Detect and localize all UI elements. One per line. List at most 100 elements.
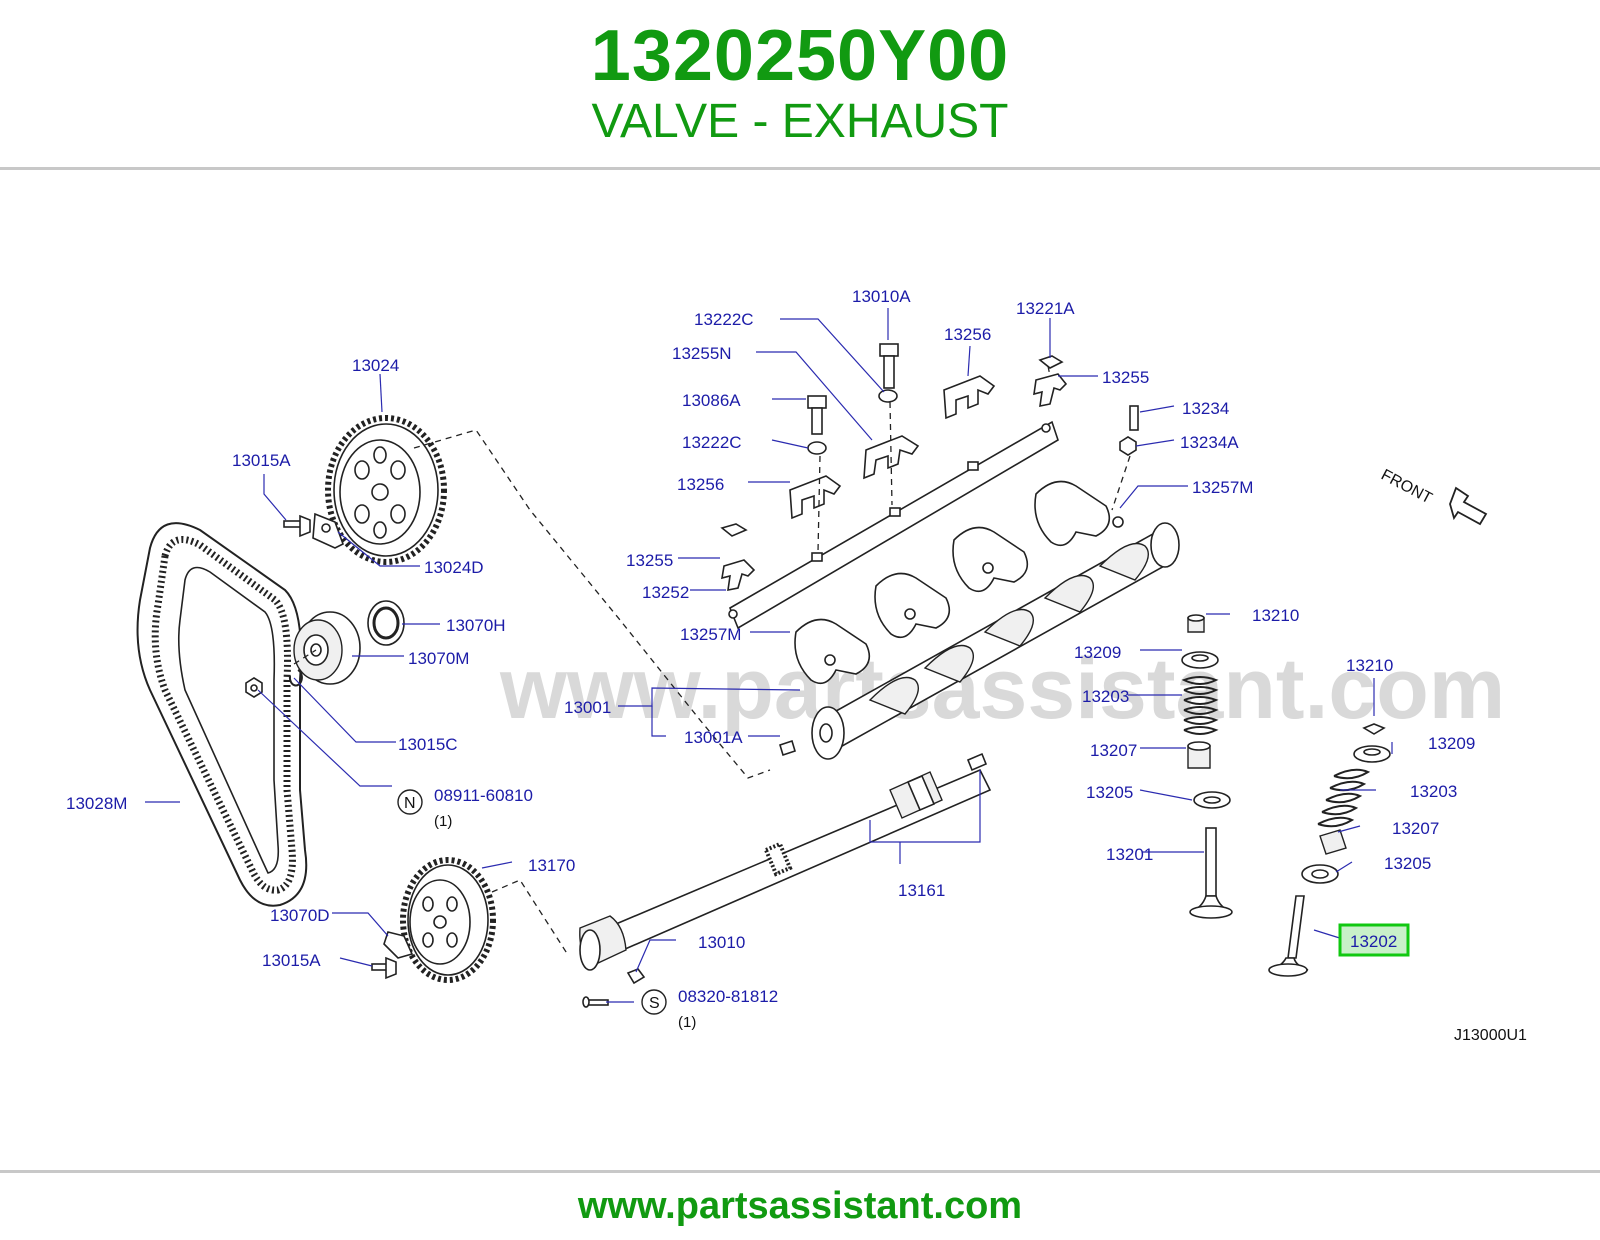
label-13255-right[interactable]: 13255 — [1102, 368, 1149, 387]
valve-spring-13203-b[interactable] — [1317, 768, 1371, 828]
label-13001[interactable]: 13001 — [564, 698, 611, 717]
valve-cotter-13210-a[interactable] — [1187, 614, 1205, 633]
bolt-13086A[interactable] — [807, 395, 827, 435]
label-13001A[interactable]: 13001A — [684, 728, 743, 747]
camshaft-sprocket-13024[interactable] — [325, 415, 447, 565]
screw-08320-81812[interactable] — [582, 996, 609, 1008]
spring-retainer-13209-a[interactable] — [1181, 651, 1219, 669]
clip-13221A[interactable] — [1038, 355, 1064, 369]
label-13205-a[interactable]: 13205 — [1086, 783, 1133, 802]
label-13222C-top[interactable]: 13222C — [694, 310, 754, 329]
part-labels: 13010A 13221A 13222C 13256 13255N 13255 … — [66, 287, 1527, 1044]
spring-13070H[interactable] — [367, 600, 405, 646]
bolt-13015A-bottom[interactable] — [371, 956, 397, 980]
symbol-N: N — [404, 795, 416, 812]
label-13161[interactable]: 13161 — [898, 881, 945, 900]
label-08320-81812[interactable]: 08320-81812 — [678, 987, 778, 1006]
label-13222C[interactable]: 13222C — [682, 433, 742, 452]
label-13015C[interactable]: 13015C — [398, 735, 458, 754]
valve-exhaust-13202[interactable] — [1268, 895, 1309, 977]
label-13257M-left[interactable]: 13257M — [680, 625, 741, 644]
label-13256[interactable]: 13256 — [677, 475, 724, 494]
nut-13234A[interactable] — [1119, 436, 1137, 456]
label-13207-b[interactable]: 13207 — [1392, 819, 1439, 838]
page-header: 1320250Y00 VALVE - EXHAUST — [0, 0, 1600, 168]
rocker-shaft-13252[interactable] — [728, 420, 1059, 630]
timing-belt-13028M[interactable] — [136, 522, 308, 907]
label-13205-b[interactable]: 13205 — [1384, 854, 1431, 873]
camshaft-13001[interactable] — [811, 522, 1180, 760]
dowel-13001A[interactable] — [779, 739, 796, 757]
bracket-13255-right[interactable] — [1033, 373, 1068, 408]
qty-08320-81812: (1) — [678, 1014, 696, 1031]
label-13170[interactable]: 13170 — [528, 856, 575, 875]
valve-seal-13207-a[interactable] — [1187, 741, 1211, 769]
label-13203-a[interactable]: 13203 — [1082, 687, 1129, 706]
label-13024[interactable]: 13024 — [352, 356, 399, 375]
bracket-13255-left[interactable] — [721, 559, 756, 592]
bolt-13010A[interactable] — [879, 343, 899, 389]
label-13209-a[interactable]: 13209 — [1074, 643, 1121, 662]
label-13256-top[interactable]: 13256 — [944, 325, 991, 344]
label-13010A[interactable]: 13010A — [852, 287, 911, 306]
label-13210-a[interactable]: 13210 — [1252, 606, 1299, 625]
label-13257M-right[interactable]: 13257M — [1192, 478, 1253, 497]
crank-sprocket-13170[interactable] — [400, 857, 496, 983]
label-13015A-top[interactable]: 13015A — [232, 451, 291, 470]
label-13028M[interactable]: 13028M — [66, 794, 127, 813]
label-13234[interactable]: 13234 — [1182, 399, 1229, 418]
label-13201[interactable]: 13201 — [1106, 845, 1153, 864]
label-13255N[interactable]: 13255N — [672, 344, 732, 363]
header-divider — [0, 167, 1600, 170]
label-13252[interactable]: 13252 — [642, 583, 689, 602]
plate-13024D[interactable] — [312, 512, 344, 549]
washer-13222C-top[interactable] — [878, 389, 898, 403]
highlight-box-13202 — [1338, 923, 1410, 957]
plate-13070D[interactable] — [383, 931, 414, 959]
jackshaft-13161[interactable] — [579, 752, 992, 971]
spring-retainer-13209-b[interactable] — [1353, 745, 1391, 763]
bracket-13256[interactable] — [789, 475, 842, 520]
clip-13015C[interactable] — [288, 669, 303, 687]
label-13202-highlighted[interactable]: 13202 — [1350, 932, 1397, 951]
label-13234A[interactable]: 13234A — [1180, 433, 1239, 452]
valve-cotter-13210-b[interactable] — [1362, 723, 1386, 735]
spring-seat-13205-a[interactable] — [1193, 791, 1231, 809]
rocker-arm-13257M-3[interactable] — [952, 526, 1029, 593]
label-13255-left[interactable]: 13255 — [626, 551, 673, 570]
parts-diagram: www.partsassistant.com — [0, 172, 1600, 1168]
label-13070D[interactable]: 13070D — [270, 906, 330, 925]
adjuster-screw-13234[interactable] — [1129, 405, 1139, 431]
bracket-13256-top[interactable] — [943, 375, 996, 420]
label-13086A[interactable]: 13086A — [682, 391, 741, 410]
label-13024D[interactable]: 13024D — [424, 558, 484, 577]
label-13070M[interactable]: 13070M — [408, 649, 469, 668]
label-13209-b[interactable]: 13209 — [1428, 734, 1475, 753]
spring-seat-13205-b[interactable] — [1301, 864, 1339, 884]
symbol-S: S — [649, 995, 660, 1012]
footer-website-link[interactable]: www.partsassistant.com — [577, 1185, 1023, 1227]
label-13070H[interactable]: 13070H — [446, 616, 506, 635]
valve-spring-13203-a[interactable] — [1181, 676, 1219, 735]
label-13210-b[interactable]: 13210 — [1346, 656, 1393, 675]
bolt-13015A-top[interactable] — [283, 514, 311, 538]
valve-intake-13201[interactable] — [1189, 827, 1233, 919]
label-13203-b[interactable]: 13203 — [1410, 782, 1457, 801]
clip-13255-left[interactable] — [720, 523, 748, 537]
label-13221A[interactable]: 13221A — [1016, 299, 1075, 318]
nut-08911-60810[interactable] — [245, 677, 263, 698]
label-13207-a[interactable]: 13207 — [1090, 741, 1137, 760]
diagram-code: J13000U1 — [1454, 1027, 1527, 1044]
valve-seal-13207-b[interactable] — [1319, 829, 1347, 855]
washer-13222C[interactable] — [807, 441, 827, 455]
label-13010[interactable]: 13010 — [698, 933, 745, 952]
label-08911-60810[interactable]: 08911-60810 — [434, 786, 533, 805]
pin-13010[interactable] — [626, 968, 646, 985]
tensioner-pulley-13070M[interactable] — [293, 611, 361, 685]
rocker-arm-13257M-1[interactable] — [794, 618, 871, 685]
label-13015A-bottom[interactable]: 13015A — [262, 951, 321, 970]
diagram-svg: www.partsassistant.com — [66, 287, 1527, 1044]
rocker-arm-13257M-4[interactable] — [1034, 480, 1124, 547]
part-number-title: 1320250Y00 — [590, 16, 1010, 96]
rocker-arm-13257M-2[interactable] — [874, 572, 951, 639]
